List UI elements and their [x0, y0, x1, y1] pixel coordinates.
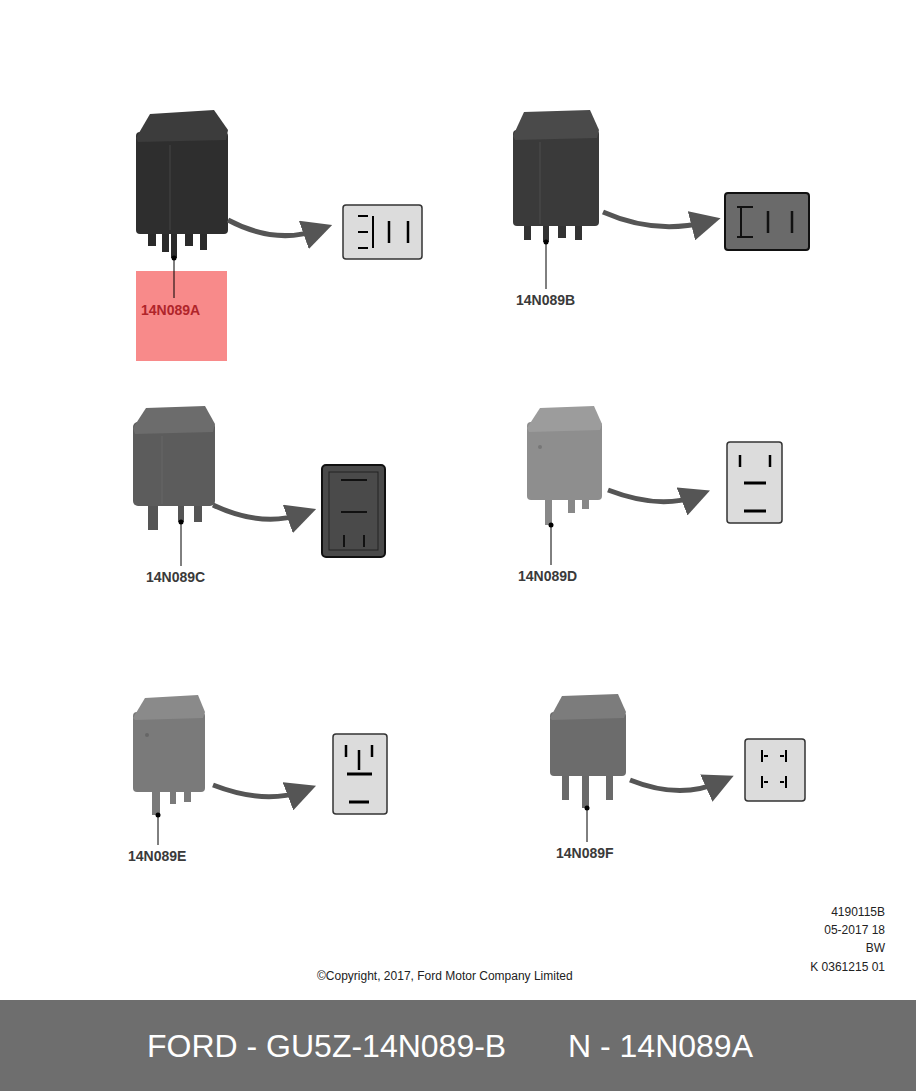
date-code: 05-2017 18 — [824, 923, 885, 937]
footer-bar — [0, 1000, 916, 1091]
copyright-note: ©Copyright, 2017, Ford Motor Company Lim… — [317, 969, 573, 983]
footer-item-code: N - 14N089A — [568, 1027, 753, 1065]
part-number: 14N089B — [516, 292, 575, 309]
reference-code: K 0361215 01 — [810, 960, 885, 974]
part-number: 14N089A — [141, 302, 200, 319]
relay-f — [550, 694, 805, 842]
part-number: 14N089E — [128, 848, 186, 865]
part-number: 14N089D — [518, 568, 577, 585]
relay-e — [133, 695, 387, 845]
highlight-box — [136, 271, 227, 361]
footer-part-number: FORD - GU5Z-14N089-B — [147, 1027, 506, 1065]
part-number: 14N089F — [556, 845, 614, 862]
relay-c — [133, 406, 385, 566]
drawing-number: 4190115B — [831, 905, 885, 919]
part-number: 14N089C — [146, 569, 205, 586]
relay-a — [136, 110, 422, 298]
relay-b — [513, 110, 809, 289]
relay-d — [527, 406, 782, 565]
revision-code: BW — [866, 941, 885, 955]
